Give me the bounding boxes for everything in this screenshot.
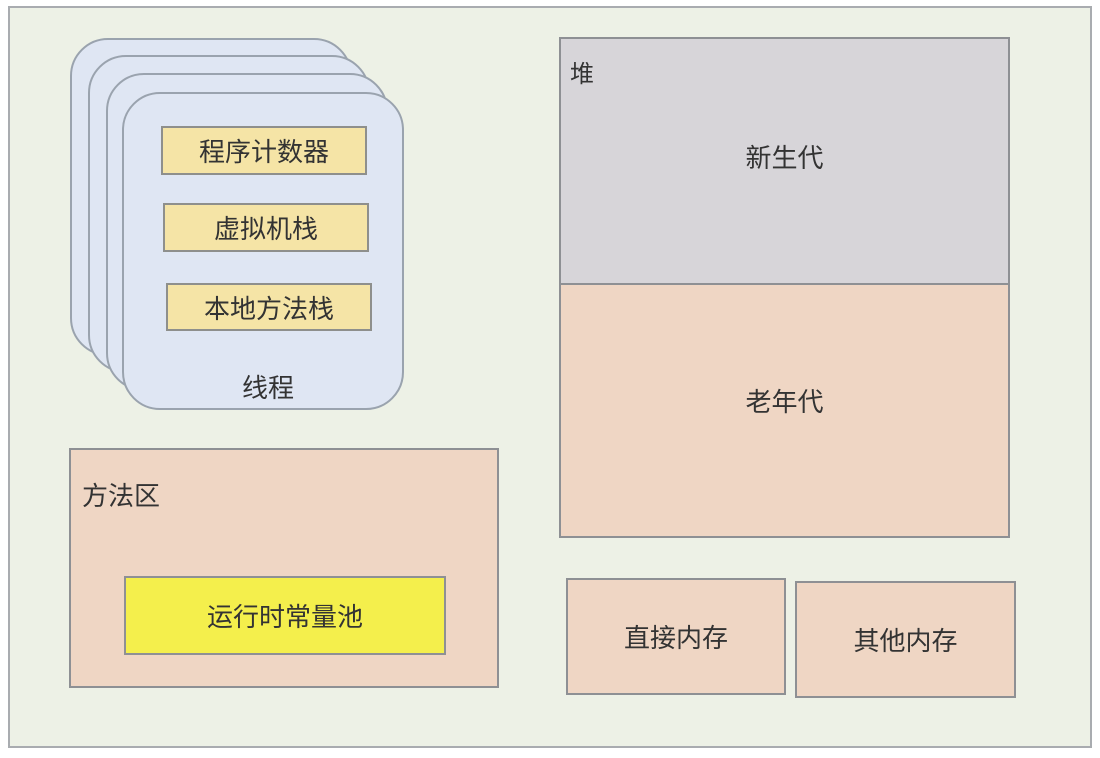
direct-memory: 直接内存	[566, 578, 786, 695]
old-generation: 老年代	[561, 285, 1008, 536]
vm-stack-box: 虚拟机栈	[163, 203, 369, 252]
young-generation-label: 新生代	[745, 143, 824, 174]
other-memory-label: 其他内存	[853, 627, 958, 657]
thread-label: 线程	[242, 374, 295, 404]
runtime-constant-pool-label: 运行时常量池	[206, 603, 363, 633]
native-method-stack-box: 本地方法栈	[166, 283, 372, 331]
method-area-label: 方法区	[82, 482, 161, 512]
other-memory: 其他内存	[795, 581, 1016, 698]
program-counter-box: 程序计数器	[161, 126, 367, 175]
program-counter-label: 程序计数器	[198, 138, 329, 168]
runtime-constant-pool: 运行时常量池	[124, 576, 446, 655]
heap-label: 堆	[570, 60, 594, 88]
young-generation: 新生代	[561, 39, 1008, 285]
direct-memory-label: 直接内存	[623, 624, 728, 654]
vm-stack-label: 虚拟机栈	[213, 215, 318, 245]
old-generation-label: 老年代	[745, 388, 824, 418]
native-method-stack-label: 本地方法栈	[203, 294, 334, 325]
